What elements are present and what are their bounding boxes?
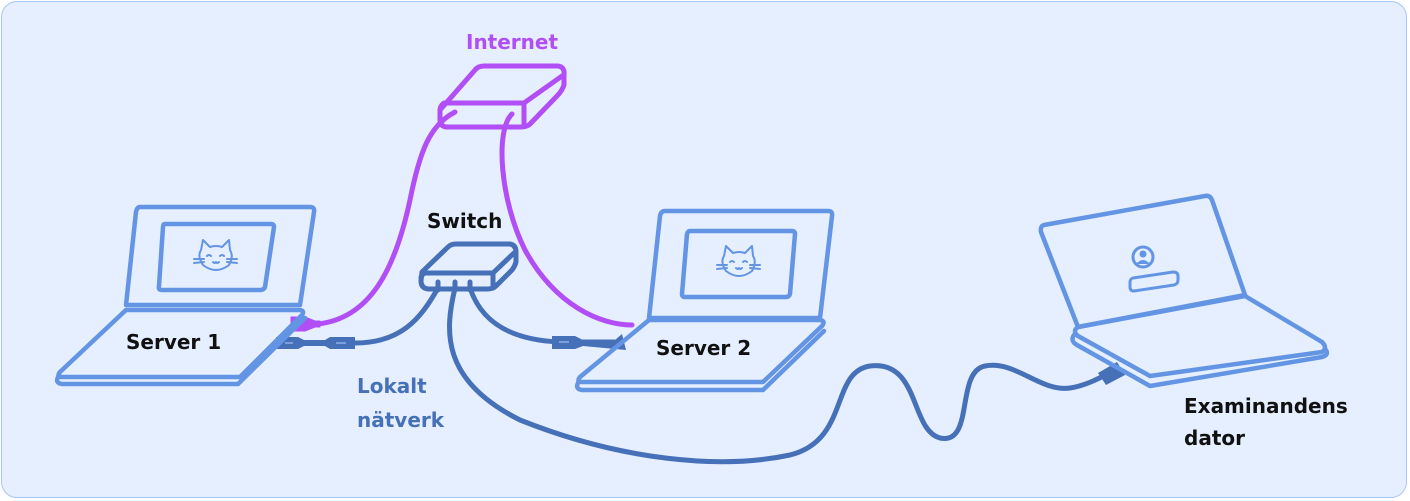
lan-plugs [276, 334, 1125, 385]
edge-switch-server2 [467, 285, 625, 345]
switch-icon [418, 241, 519, 293]
edge-internet-server2 [499, 111, 635, 328]
server2-lan-plug [552, 334, 626, 350]
client-laptop-icon [1038, 193, 1330, 389]
network-label-line2: nätverk [357, 408, 445, 432]
edge-switch-server1 [277, 285, 441, 346]
edge-switch-client [447, 285, 1118, 465]
client-label-line2: dator [1184, 426, 1245, 450]
server2-cat-icon [716, 245, 761, 277]
server2-label: Server 2 [656, 336, 752, 360]
server1-lan-plug [276, 337, 355, 349]
plug-highlights [285, 341, 569, 344]
server2-laptop-icon [574, 208, 835, 393]
server1-label: Server 1 [126, 330, 222, 354]
network-label-line1: Lokalt [357, 374, 427, 398]
switch-label: Switch [427, 209, 503, 233]
edge-internet-server1 [315, 109, 458, 327]
client-label-line1: Examinandens [1184, 394, 1348, 418]
router-icon [437, 63, 567, 130]
server1-laptop-icon [54, 204, 317, 387]
server1-cat-icon [193, 239, 238, 271]
client-user-login-icon [1128, 245, 1180, 293]
internet-label: Internet [466, 30, 559, 54]
